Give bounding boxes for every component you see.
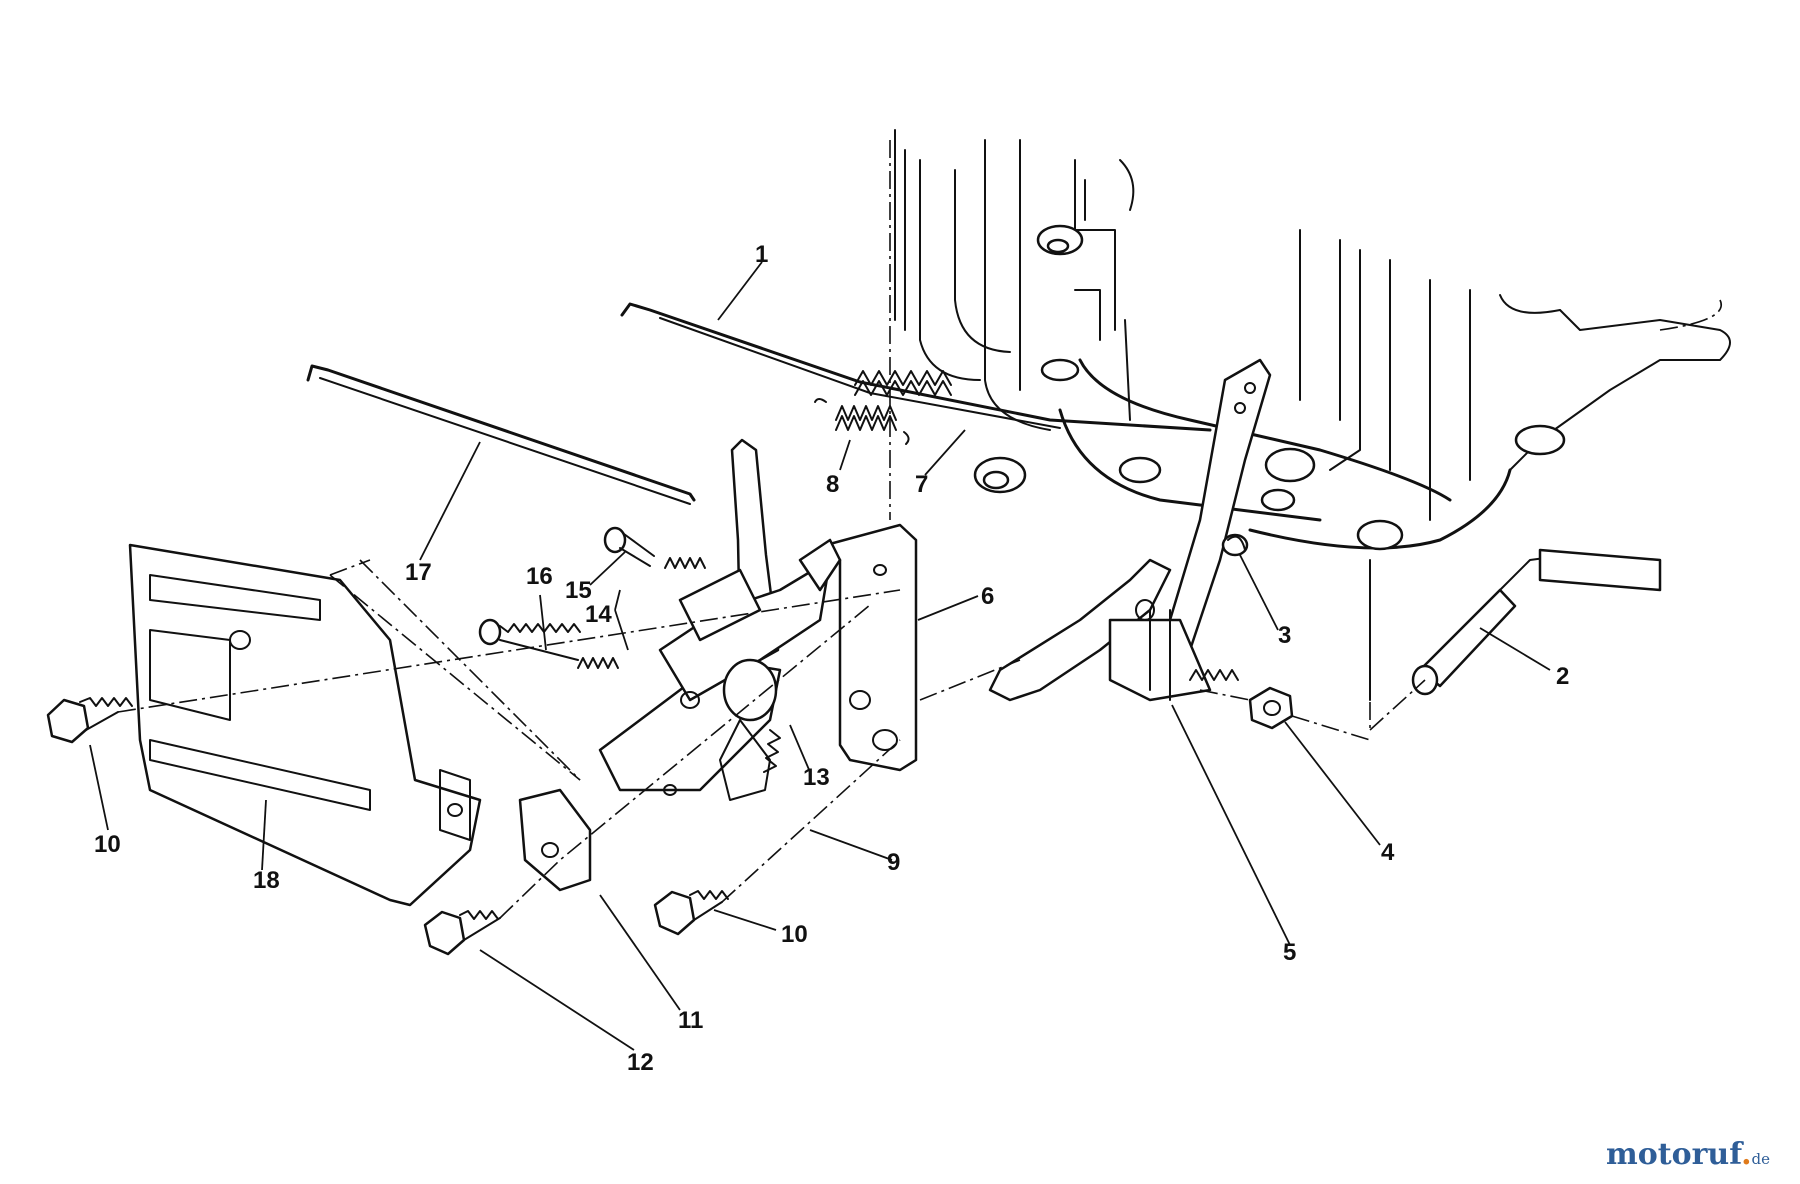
- callout-2: 2: [1556, 663, 1569, 690]
- part-7-governor-spring: [854, 370, 952, 396]
- callout-11: 11: [678, 1007, 703, 1034]
- part-15-screw: [603, 526, 655, 567]
- callout-17: 17: [405, 559, 432, 586]
- callout-13: 13: [803, 764, 830, 791]
- part-12-bolt: [423, 910, 501, 956]
- leader-lines: [89, 261, 1551, 1051]
- watermark-dot: .: [1741, 1137, 1752, 1172]
- callout-5: 5: [1283, 939, 1296, 966]
- part-11-clamp: [518, 788, 592, 892]
- part-16-screw: [478, 618, 581, 661]
- part-6-control-bracket: [598, 438, 918, 801]
- part-10-bolt-left: [46, 697, 133, 744]
- callout-3: 3: [1278, 622, 1291, 649]
- callout-10a: 10: [94, 831, 121, 858]
- callout-labels: 1 2 3 4 5 6 7 8 9 10 10 11 12 13 14 15 1…: [94, 241, 1569, 1076]
- callout-1: 1: [755, 241, 768, 268]
- watermark-logo: motoruf.de: [1606, 1137, 1770, 1172]
- engine-block-outline: [889, 129, 1731, 730]
- watermark-tld: de: [1751, 1150, 1770, 1168]
- part-2-lever-shaft: [1411, 548, 1662, 696]
- callout-10b: 10: [781, 921, 808, 948]
- watermark-text: motoruf: [1605, 1137, 1742, 1172]
- part-8-spring: [814, 398, 910, 445]
- part-18-cover-plate: [128, 543, 482, 907]
- part-14-springs: [577, 557, 706, 669]
- callout-4: 4: [1381, 839, 1395, 866]
- callout-9: 9: [887, 849, 900, 876]
- callout-7: 7: [915, 471, 928, 498]
- part-1-throttle-rod: [620, 302, 1212, 432]
- callout-6: 6: [981, 583, 994, 610]
- callout-12: 12: [627, 1049, 654, 1076]
- callout-15: 15: [565, 577, 592, 604]
- part-3-clip: [1221, 533, 1249, 557]
- callout-16: 16: [526, 563, 553, 590]
- callout-18: 18: [253, 867, 280, 894]
- part-17-choke-rod: [306, 364, 696, 505]
- callout-14: 14: [585, 601, 612, 628]
- assembly-centerlines: [117, 559, 1426, 919]
- callout-8: 8: [826, 471, 839, 498]
- part-5-lever-assembly: [988, 358, 1272, 702]
- part-10-bolt-right: [653, 890, 729, 936]
